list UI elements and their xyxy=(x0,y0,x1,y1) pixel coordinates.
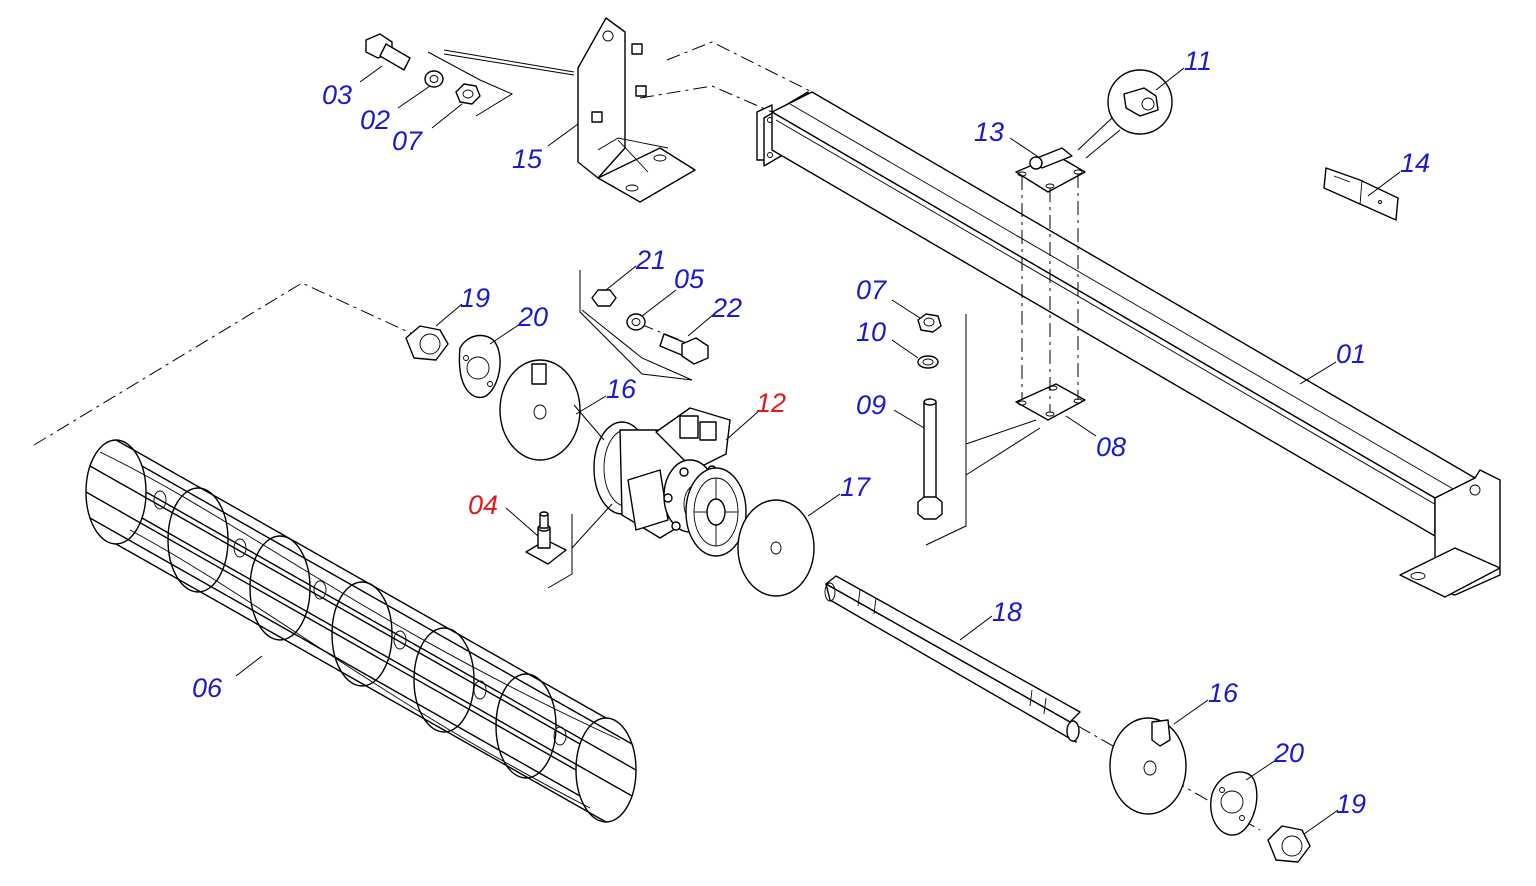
label-08: 08 xyxy=(1096,432,1126,462)
label-16-right: 16 xyxy=(1208,678,1239,708)
callout-16-left: 16 xyxy=(575,374,637,415)
part-19-nut-left xyxy=(405,325,449,361)
label-21: 21 xyxy=(635,245,666,275)
callout-08: 08 xyxy=(1065,415,1126,462)
part-04-breather xyxy=(525,511,567,565)
label-20-right: 20 xyxy=(1273,738,1304,768)
part-12-gearbox xyxy=(593,407,747,557)
part-05-washer xyxy=(626,313,646,331)
callout-07-mid: 07 xyxy=(856,275,921,319)
callout-11: 11 xyxy=(1155,46,1212,91)
label-03: 03 xyxy=(322,80,352,110)
callout-15: 15 xyxy=(512,123,579,174)
callout-02: 02 xyxy=(360,85,431,135)
callout-01: 01 xyxy=(1299,339,1366,385)
part-14-decal xyxy=(1323,167,1399,221)
part-01-beam xyxy=(756,91,1501,598)
callout-16-right: 16 xyxy=(1173,678,1239,725)
part-03-bolt xyxy=(365,33,411,71)
part-16-disc-left xyxy=(499,359,581,461)
callout-19-left: 19 xyxy=(435,283,490,327)
label-19-right: 19 xyxy=(1336,789,1366,819)
callout-13: 13 xyxy=(974,117,1041,159)
part-20-plate-right xyxy=(1210,771,1258,836)
label-07-top: 07 xyxy=(392,126,423,156)
part-13-bearing-block xyxy=(1015,147,1086,193)
callout-20-left: 20 xyxy=(489,302,548,345)
label-15: 15 xyxy=(512,144,543,174)
label-04: 04 xyxy=(468,490,498,520)
callout-17: 17 xyxy=(807,472,871,517)
part-21-nut xyxy=(591,289,617,307)
label-20-left: 20 xyxy=(517,302,548,332)
part-16-disc-right xyxy=(1109,717,1187,815)
label-09: 09 xyxy=(856,390,886,420)
callout-07-top: 07 xyxy=(392,103,463,156)
label-07-mid: 07 xyxy=(856,275,887,305)
label-16-left: 16 xyxy=(606,374,637,404)
label-14: 14 xyxy=(1400,148,1430,178)
callout-20-right: 20 xyxy=(1245,738,1304,781)
label-10: 10 xyxy=(856,317,886,347)
label-12: 12 xyxy=(756,388,786,418)
part-06-cage-roller xyxy=(85,439,637,823)
callout-06: 06 xyxy=(192,655,263,703)
label-06: 06 xyxy=(192,673,223,703)
callout-12: 12 xyxy=(725,388,786,441)
callout-05: 05 xyxy=(641,264,705,317)
leader-hardware-top xyxy=(427,51,514,117)
callout-19-right: 19 xyxy=(1303,789,1366,835)
callout-21: 21 xyxy=(605,245,666,291)
part-07-nut-mid xyxy=(917,313,942,333)
part-20-plate-left xyxy=(458,334,501,399)
part-17-disc xyxy=(737,499,815,597)
part-07-nut-top xyxy=(455,83,481,105)
callout-03: 03 xyxy=(322,65,383,110)
label-05: 05 xyxy=(674,264,705,294)
callout-04: 04 xyxy=(468,490,539,537)
label-17: 17 xyxy=(840,472,871,502)
label-19-left: 19 xyxy=(460,283,490,313)
part-19-nut-right xyxy=(1267,825,1311,863)
label-22: 22 xyxy=(711,293,742,323)
part-22-bolt xyxy=(659,333,709,365)
callout-14: 14 xyxy=(1367,148,1430,197)
callout-10: 10 xyxy=(856,317,919,359)
part-11-grease-nipple xyxy=(1077,69,1173,159)
part-18-shaft xyxy=(824,575,1081,743)
callout-18: 18 xyxy=(959,597,1022,641)
callout-09: 09 xyxy=(856,390,925,429)
label-11: 11 xyxy=(1184,46,1212,76)
callout-22: 22 xyxy=(687,293,742,337)
part-10-washer xyxy=(917,355,939,369)
label-13: 13 xyxy=(974,117,1004,147)
label-01: 01 xyxy=(1336,339,1366,369)
part-09-bolt xyxy=(917,398,943,520)
part-02-washer xyxy=(424,70,444,88)
label-18: 18 xyxy=(992,597,1022,627)
label-02: 02 xyxy=(360,105,390,135)
part-15-bracket xyxy=(577,17,696,203)
